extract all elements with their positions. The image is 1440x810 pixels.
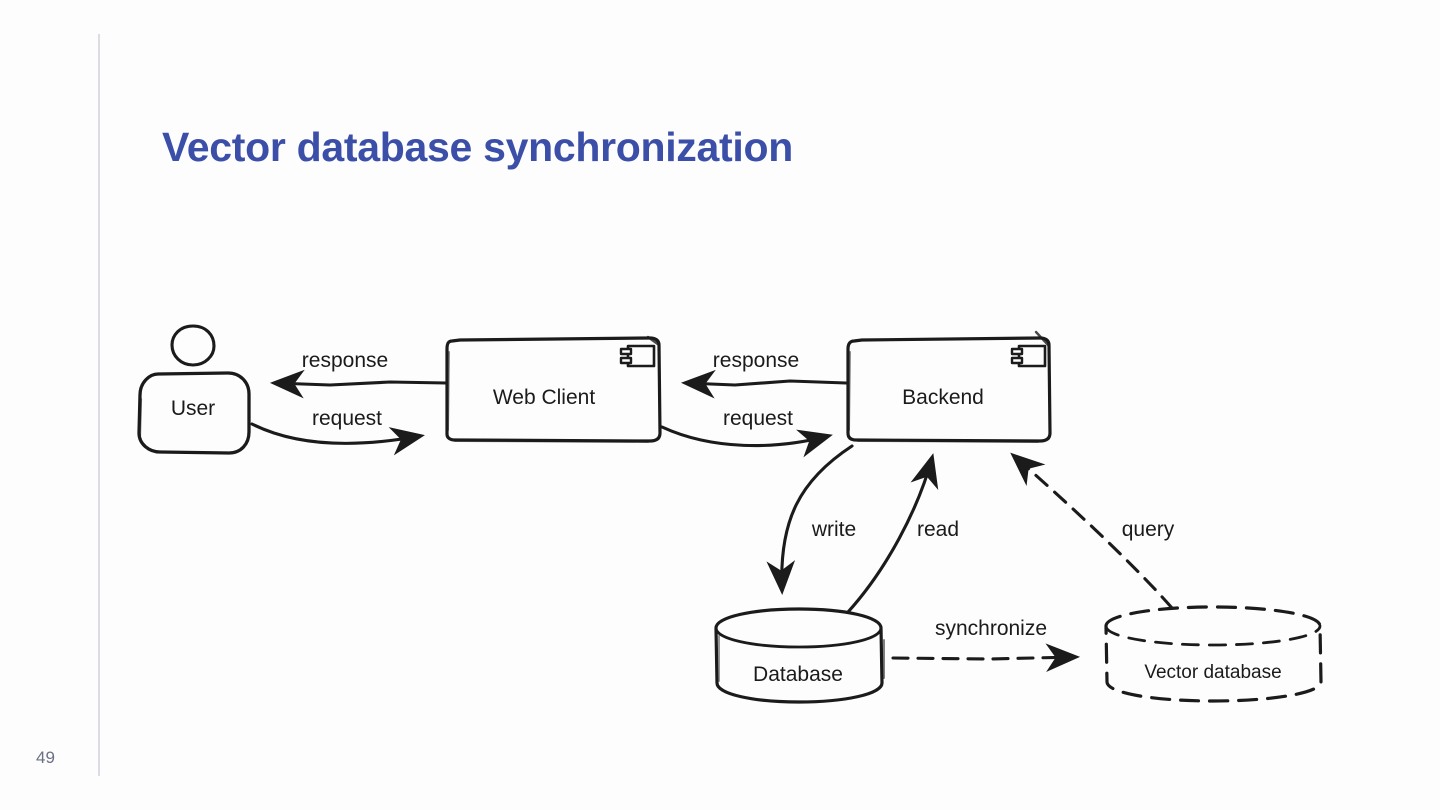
page-title: Vector database synchronization — [162, 124, 793, 170]
node-label-web-client: Web Client — [492, 386, 596, 409]
edge-request-backend — [660, 425, 833, 458]
edge-label-write: write — [811, 518, 857, 541]
edge-label-read: read — [916, 518, 960, 541]
left-vertical-rule — [98, 34, 100, 776]
node-label-user: User — [170, 397, 216, 420]
node-database[interactable] — [714, 607, 885, 704]
edge-label-response-user: response — [301, 349, 389, 372]
node-vector-database[interactable] — [1104, 605, 1323, 703]
slide-number: 49 — [36, 748, 55, 767]
node-web-client[interactable] — [445, 335, 662, 443]
edge-label-query: query — [1121, 518, 1175, 541]
edge-request-web — [250, 422, 425, 456]
edge-read — [846, 453, 939, 614]
edge-label-synchronize: synchronize — [934, 617, 1048, 640]
node-user[interactable] — [137, 324, 251, 455]
uml-component-icon — [619, 344, 656, 368]
edge-write — [766, 444, 854, 596]
node-label-backend: Backend — [902, 386, 984, 409]
edge-query — [1010, 452, 1174, 610]
edge-label-response-web: response — [712, 349, 800, 372]
edge-label-request-web: request — [311, 407, 383, 430]
node-backend[interactable] — [846, 330, 1052, 443]
edge-response-user — [269, 369, 448, 399]
node-label-vector-database: Vector database — [1144, 662, 1282, 683]
edge-label-request-backend: request — [722, 407, 794, 430]
edge-response-web — [680, 369, 848, 399]
node-label-database: Database — [753, 663, 843, 686]
uml-component-icon — [1010, 344, 1047, 368]
edge-synchronize — [891, 643, 1081, 673]
